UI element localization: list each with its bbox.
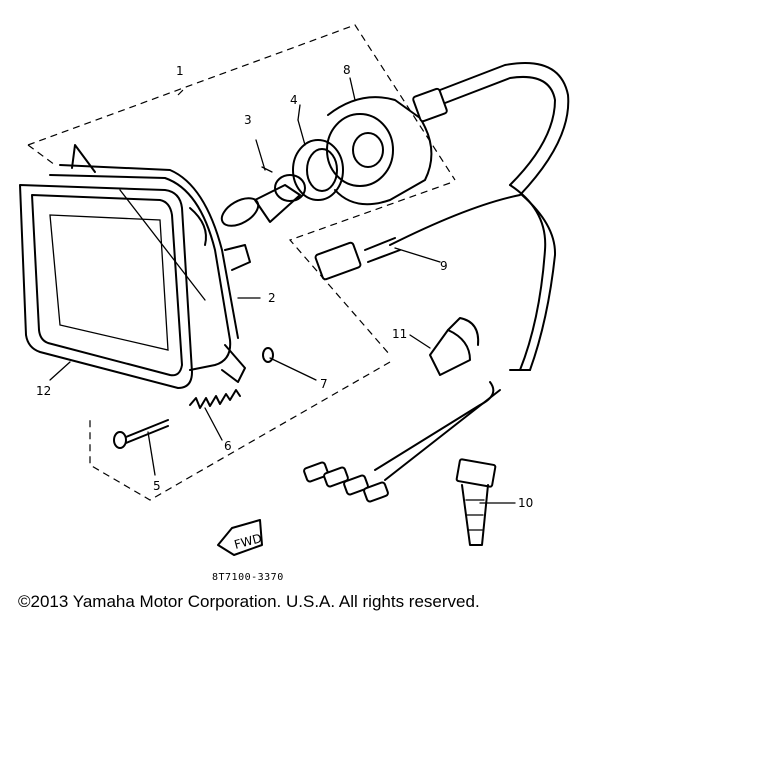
callout-11: 11: [392, 327, 407, 341]
callout-6: 6: [224, 439, 232, 453]
socket-cover: [326, 77, 433, 206]
callout-1: 1: [176, 64, 184, 78]
callout-12: 12: [36, 384, 51, 398]
wiring-harness: [314, 62, 570, 481]
callout-2: 2: [268, 291, 276, 305]
callout-9: 9: [440, 259, 448, 273]
callout-10: 10: [518, 496, 533, 510]
adjusting-spring: [189, 389, 241, 409]
assembly-outline: [27, 24, 456, 501]
callout-4: 4: [290, 93, 298, 107]
callout-7: 7: [320, 377, 328, 391]
headlight-housing: [49, 144, 251, 383]
callout-8: 8: [343, 63, 351, 77]
nut: [262, 347, 274, 363]
cable-tie: [455, 458, 497, 546]
leader-lines: [49, 104, 516, 504]
clamp: [429, 317, 480, 376]
retaining-ring: [292, 119, 344, 201]
bullet-connectors: [303, 461, 389, 503]
bulb: [220, 166, 306, 227]
adjusting-screw: [113, 419, 169, 449]
callout-3: 3: [244, 113, 252, 127]
fwd-arrow-icon: FWD: [217, 519, 263, 556]
headlight-rim: [19, 184, 193, 389]
callout-numbers: 1 2 3 4 5 6 7 8 9 10 11 12: [36, 63, 533, 510]
drawing-number: 8T7100-3370: [212, 572, 284, 583]
copyright-notice: ©2013 Yamaha Motor Corporation. U.S.A. A…: [18, 592, 480, 611]
callout-5: 5: [153, 479, 161, 493]
